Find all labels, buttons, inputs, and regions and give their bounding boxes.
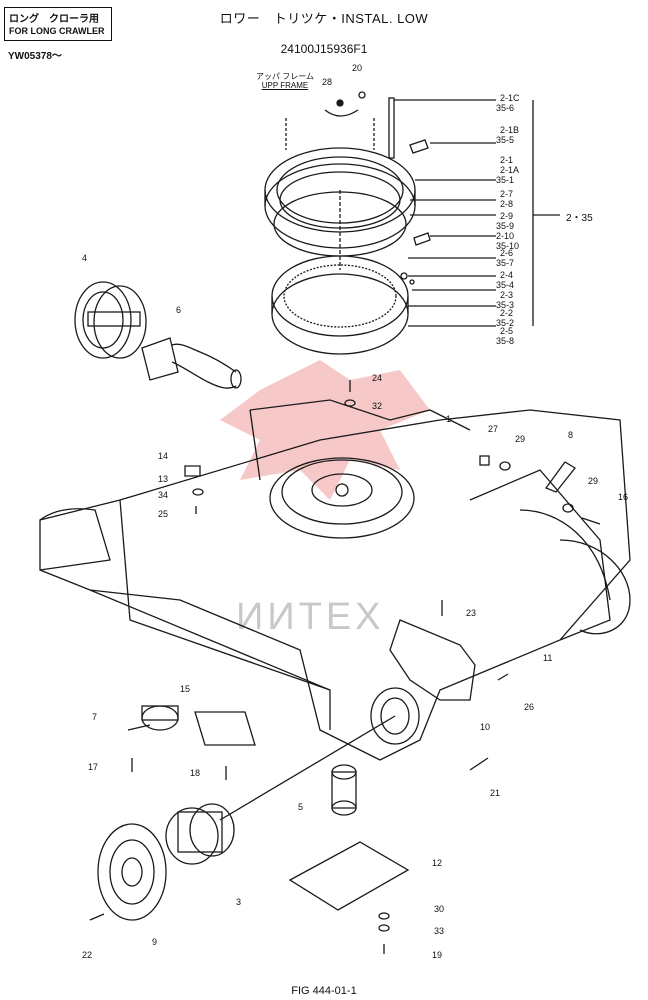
part-label-25: 25: [158, 509, 169, 519]
part-label-15: 15: [180, 684, 191, 694]
washer-33: [378, 924, 390, 932]
part-label-32: 32: [372, 401, 383, 411]
guard-15: [194, 711, 256, 746]
recoil-spring: [141, 337, 242, 389]
watermark-text: ИИТЕХ: [236, 596, 385, 638]
part-label-30: 30: [434, 904, 445, 914]
bolt-21: [469, 757, 489, 771]
callout-2-1a: 2-1A: [500, 165, 520, 175]
callout-35-6: 35-6: [496, 103, 515, 113]
callout-35-1: 35-1: [496, 175, 515, 185]
washer-30: [378, 912, 390, 920]
travel-motor-3: [165, 803, 235, 865]
part-label-28: 28: [322, 77, 333, 87]
part-label-5: 5: [298, 802, 304, 812]
callout-35-7: 35-7: [496, 258, 515, 268]
part-label-24: 24: [372, 373, 383, 383]
serial-range: YW05378～: [8, 51, 62, 62]
nut-27: [479, 455, 490, 466]
part-label-23: 23: [466, 608, 477, 618]
part-label-11: 11: [543, 653, 553, 663]
upper-frame-label: アッパ フレーム UPP FRAME: [256, 72, 314, 90]
badge-en-text: FOR LONG CRAWLER: [9, 26, 105, 36]
part-label-17: 17: [88, 762, 99, 772]
sprocket-9: [97, 823, 167, 921]
callout-35-4: 35-4: [496, 280, 515, 290]
internal-gear-ring: [271, 255, 409, 355]
callout-2-3: 2-3: [500, 290, 514, 300]
part-label-1: 1: [446, 414, 452, 424]
callout-2-1: 2-1: [500, 155, 514, 165]
part-label-13: 13: [158, 474, 169, 484]
part-label-18: 18: [190, 768, 201, 778]
callout-35-3: 35-3: [496, 300, 515, 310]
frame-mount-arc: [324, 109, 359, 117]
part-label-29a: 29: [515, 434, 526, 444]
red-watermark-logo: [220, 360, 430, 500]
callout-2-4: 2-4: [500, 270, 514, 280]
part-label-4: 4: [82, 253, 88, 263]
callout-2-2: 2-2: [500, 308, 514, 318]
bolt-26: [497, 673, 509, 681]
plate-14: [184, 465, 201, 477]
callout-35-2: 35-2: [496, 318, 515, 328]
part-label-27: 27: [488, 424, 499, 434]
part-label-19: 19: [432, 950, 443, 960]
assembly-part-number: 24100J15936F1: [280, 42, 368, 56]
track-frame: [39, 399, 631, 761]
upper-frame-label-en: UPP FRAME: [261, 81, 309, 90]
page-title: ロワー トリツケ・INSTAL. LOW: [219, 11, 429, 26]
callout-2-6: 2-6: [500, 248, 514, 258]
long-crawler-badge: ロング クローラ用 FOR LONG CRAWLER: [4, 7, 112, 41]
part-label-26: 26: [524, 702, 535, 712]
part-label-33: 33: [434, 926, 445, 936]
washer-29b: [562, 503, 574, 513]
badge-jp-text: ロング クローラ用: [9, 14, 99, 25]
callout-35-10: 35-10: [496, 241, 520, 251]
callout-2-1b: 2-1B: [500, 125, 520, 135]
cover-10: [389, 619, 476, 701]
pin-8: [544, 461, 576, 493]
part-label-21: 21: [490, 788, 501, 798]
part-label-10: 10: [480, 722, 491, 732]
part-label-22: 22: [82, 950, 93, 960]
callout-35-5: 35-5: [496, 135, 515, 145]
part-label-14: 14: [158, 451, 169, 461]
part-label-8: 8: [568, 430, 574, 440]
part-label-29b: 29: [588, 476, 599, 486]
washer-29: [499, 461, 511, 471]
part-label-20: 20: [352, 63, 363, 73]
bolt-22: [89, 913, 105, 921]
figure-number: FIG 444-01-1: [291, 985, 357, 997]
part-label-7: 7: [92, 712, 98, 722]
callout-2-10: 2-10: [496, 231, 515, 241]
part-label-6: 6: [176, 305, 182, 315]
upper-frame-label-jp: アッパ フレーム: [256, 72, 314, 81]
sprocket-side-outline: [559, 539, 631, 635]
callout-2-8: 2-8: [500, 199, 514, 209]
callout-35-8: 35-8: [496, 336, 515, 346]
washer-32: [344, 399, 356, 407]
group-callout-2-35: 2・35: [566, 213, 593, 224]
part-label-3: 3: [236, 897, 242, 907]
part-label-34: 34: [158, 490, 169, 500]
part-label-12: 12: [432, 858, 443, 868]
idler-wheel: [74, 281, 147, 359]
callout-2-7: 2-7: [500, 189, 514, 199]
callout-2-9: 2-9: [500, 211, 514, 221]
washer-34: [192, 488, 204, 496]
rotary-joint-7: [127, 705, 179, 731]
plate-12: [288, 841, 410, 911]
swivel-joint-5: [331, 764, 357, 816]
part-label-9: 9: [152, 937, 158, 947]
callout-35-9: 35-9: [496, 221, 515, 231]
part-label-16: 16: [618, 492, 629, 502]
bolt-16: [581, 517, 601, 525]
callout-2-5: 2-5: [500, 326, 514, 336]
callout-2-1c: 2-1C: [500, 93, 520, 103]
